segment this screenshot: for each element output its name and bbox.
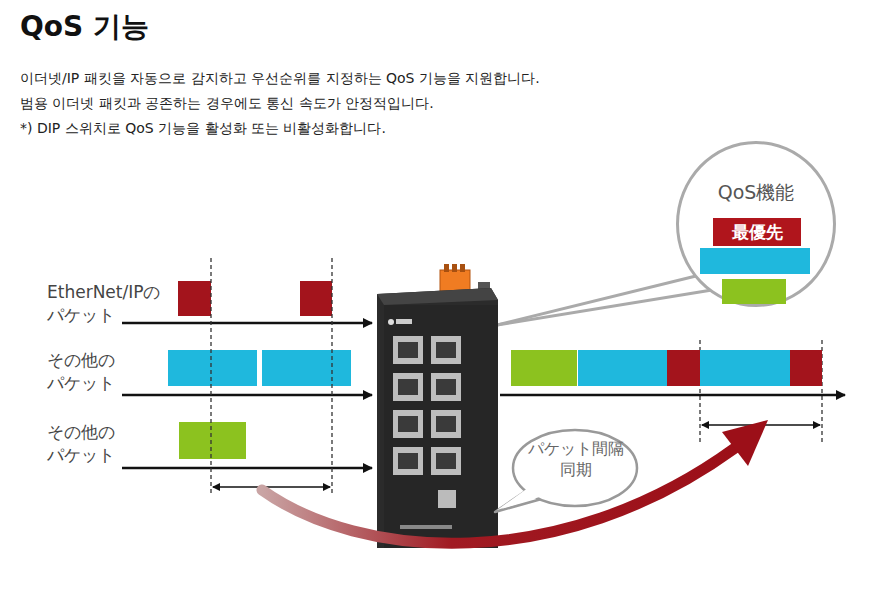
port-hole: [436, 342, 456, 358]
port: [431, 410, 461, 438]
port: [431, 336, 461, 364]
node-text: QoS機能: [679, 180, 833, 206]
packet-label: その他の パケット: [47, 421, 115, 467]
priority-bar: [700, 248, 810, 274]
port-hole: [436, 453, 456, 469]
node-text: パケット間隔 同期: [528, 439, 624, 481]
priority-box: 最優先: [713, 218, 801, 246]
port: [393, 410, 423, 438]
priority-bar: [722, 279, 786, 304]
callout-pointer: [497, 275, 712, 325]
port: [393, 373, 423, 401]
speech-bubble-shape: [495, 430, 637, 512]
port-hole: [436, 379, 456, 395]
port-hole: [398, 416, 418, 432]
description-line: *) DIP 스위치로 QoS 기능을 활성화 또는 비활성화합니다.: [20, 120, 386, 138]
port: [393, 336, 423, 364]
output-arrow: [500, 394, 845, 397]
sync-arrow: [262, 420, 768, 543]
output-packets: [511, 350, 822, 386]
speech-bubble: パケット間隔 同期: [520, 436, 632, 502]
port: [431, 447, 461, 475]
packet-label: その他の パケット: [47, 349, 115, 395]
packet-label: EtherNet/IPの パケット: [47, 281, 160, 327]
callout-circle: QoS機能最優先: [676, 141, 836, 307]
input-arrows: [122, 323, 372, 468]
port-hole: [436, 416, 456, 432]
port-hole: [398, 379, 418, 395]
port: [393, 447, 423, 475]
description-line: 이더넷/IP 패킷을 자동으로 감지하고 우선순위를 지정하는 QoS 기능을 …: [20, 70, 540, 88]
heading: QoS 기능: [20, 8, 149, 46]
description-line: 범용 이더넷 패킷과 공존하는 경우에도 통신 속도가 안정적입니다.: [20, 95, 434, 113]
node-text: 最優先: [713, 221, 801, 244]
input-packets: [168, 281, 351, 459]
port-hole: [398, 342, 418, 358]
port-hole: [398, 453, 418, 469]
port: [431, 373, 461, 401]
switch-illustration: [377, 264, 498, 548]
